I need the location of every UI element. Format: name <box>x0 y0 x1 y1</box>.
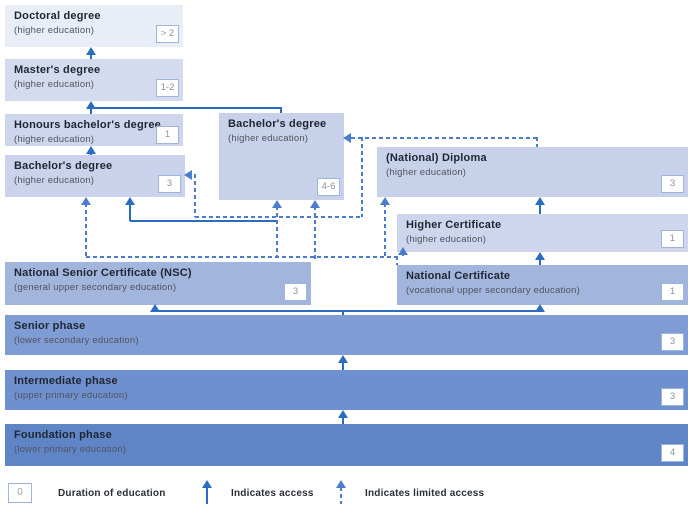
edge-honours-and-bachelor46-to-masters-arrowhead-icon <box>86 101 96 109</box>
edge-limited-access-bus-line <box>396 256 398 265</box>
edge-senior-to-nsc-and-nationalcert-arrowhead-icon <box>535 304 545 312</box>
legend-access-label: Indicates access <box>231 488 314 499</box>
node-subtitle: (higher education) <box>228 133 309 144</box>
edge-nsc-to-bachelor46-limited-2-line <box>314 206 316 262</box>
edge-nsc-to-bachelor3-line <box>129 203 131 221</box>
edge-diploma-to-bachelor46-limited-line <box>351 137 537 139</box>
node-subtitle: (vocational upper secondary education) <box>406 285 580 296</box>
node-subtitle: (higher education) <box>14 134 95 145</box>
edge-diploma-to-bachelor46-limited-line <box>536 137 538 147</box>
node-bachelors-degree-4-6yr: Bachelor's degree (higher education) 4-6 <box>219 113 344 200</box>
edge-highercert-to-diploma-arrowhead-icon <box>535 197 545 205</box>
node-subtitle: (higher education) <box>14 79 95 90</box>
duration-badge: 4 <box>661 444 684 462</box>
node-national-diploma: (National) Diploma (higher education) 3 <box>377 147 688 197</box>
edge-nationalcert-to-highercert-arrowhead-icon <box>535 252 545 260</box>
edge-highercert-to-diploma-line <box>539 203 541 214</box>
node-intermediate-phase: Intermediate phase (upper primary educat… <box>5 370 688 410</box>
edge-intermediate-to-senior-arrowhead-icon <box>338 355 348 363</box>
duration-badge: 4-6 <box>317 178 340 196</box>
node-title: National Senior Certificate (NSC) <box>14 267 192 279</box>
node-title: Senior phase <box>14 320 86 332</box>
node-title: Bachelor's degree <box>14 160 113 172</box>
node-higher-certificate: Higher Certificate (higher education) 1 <box>397 214 688 252</box>
duration-badge: 1 <box>661 283 684 301</box>
node-title: Bachelor's degree <box>228 118 327 130</box>
node-title: Intermediate phase <box>14 375 118 387</box>
duration-badge: 3 <box>158 175 181 193</box>
node-honours-bachelors-degree: Honours bachelor's degree (higher educat… <box>5 114 183 146</box>
edge-foundation-to-intermediate-arrowhead-icon <box>338 410 348 418</box>
node-doctoral-degree: Doctoral degree (higher education) > 2 <box>5 5 183 47</box>
legend-duration-label: Duration of education <box>58 488 166 499</box>
duration-badge: 3 <box>284 283 307 301</box>
edge-limited-access-bus-line <box>86 256 397 258</box>
edge-nsc-to-bachelor46-limited-2-arrowhead-icon <box>310 200 320 208</box>
edge-senior-to-nsc-and-nationalcert-line <box>342 310 344 315</box>
node-subtitle: (higher education) <box>386 167 467 178</box>
edge-bus-to-diploma-limited-line <box>384 203 386 256</box>
edge-bus-to-highercert-limited-arrowhead-icon <box>398 247 408 255</box>
duration-badge: > 2 <box>156 25 179 43</box>
duration-badge: 3 <box>661 333 684 351</box>
node-title: Master's degree <box>14 64 101 76</box>
edge-nationalcert-to-highercert-line <box>539 258 541 265</box>
node-subtitle: (lower primary education) <box>14 444 127 455</box>
duration-badge: 1-2 <box>156 79 179 97</box>
edge-bus-to-bachelor46-limited-1-line <box>276 206 278 256</box>
edge-foundation-to-intermediate-line <box>342 416 344 424</box>
edge-senior-to-nsc-and-nationalcert-arrowhead-icon <box>150 304 160 312</box>
node-title: Foundation phase <box>14 429 112 441</box>
node-subtitle: (higher education) <box>14 25 95 36</box>
edge-bus-to-bachelor3-limited-arrowhead-icon <box>81 197 91 205</box>
edge-nsc-to-bachelor3-arrowhead-icon <box>125 197 135 205</box>
edge-masters-to-doctoral-arrowhead-icon <box>86 47 96 55</box>
legend-limited-access-label: Indicates limited access <box>365 488 485 499</box>
edge-diploma-to-bachelor3-limited-line <box>194 174 196 217</box>
node-senior-phase: Senior phase (lower secondary education)… <box>5 315 688 355</box>
legend-solid-arrow-icon <box>202 480 212 488</box>
node-title: Doctoral degree <box>14 10 101 22</box>
edge-honours-and-bachelor46-to-masters-line <box>90 107 92 114</box>
node-foundation-phase: Foundation phase (lower primary educatio… <box>5 424 688 466</box>
edge-bus-to-bachelor3-limited-line <box>85 203 87 256</box>
node-national-senior-certificate: National Senior Certificate (NSC) (gener… <box>5 262 311 305</box>
node-title: (National) Diploma <box>386 152 487 164</box>
node-title: Higher Certificate <box>406 219 502 231</box>
node-subtitle: (general upper secondary education) <box>14 282 177 293</box>
node-subtitle: (upper primary education) <box>14 390 128 401</box>
node-title: National Certificate <box>406 270 511 282</box>
edge-intermediate-to-senior-line <box>342 361 344 370</box>
duration-badge: 3 <box>661 388 684 406</box>
node-title: Honours bachelor's degree <box>14 119 161 131</box>
node-subtitle: (lower secondary education) <box>14 335 139 346</box>
edge-bachelor3-to-honours-arrowhead-icon <box>86 146 96 154</box>
edge-senior-to-nsc-and-nationalcert-line <box>155 310 540 312</box>
node-bachelors-degree-3yr: Bachelor's degree (higher education) 3 <box>5 155 185 197</box>
edge-diploma-to-bachelor3-limited-line <box>361 137 363 217</box>
node-subtitle: (higher education) <box>14 175 95 186</box>
edge-masters-to-doctoral-line <box>90 53 92 59</box>
legend-dashed-arrow-icon <box>336 480 346 488</box>
edge-diploma-to-bachelor3-limited-arrowhead-icon <box>184 170 192 180</box>
duration-badge: 3 <box>661 175 684 193</box>
edge-honours-and-bachelor46-to-masters-line <box>91 107 282 109</box>
edge-bus-to-bachelor46-limited-1-arrowhead-icon <box>272 200 282 208</box>
edge-bus-to-diploma-limited-arrowhead-icon <box>380 197 390 205</box>
node-national-certificate: National Certificate (vocational upper s… <box>397 265 688 305</box>
edge-legend-access-line <box>206 486 208 504</box>
edge-diploma-to-bachelor46-limited-arrowhead-icon <box>343 133 351 143</box>
node-masters-degree: Master's degree (higher education) 1-2 <box>5 59 183 101</box>
legend: 0 Duration of education Indicates access… <box>0 478 688 508</box>
edge-legend-limited-access-line <box>340 487 342 504</box>
legend-duration-badge: 0 <box>8 483 32 503</box>
edge-diploma-to-bachelor3-limited-line <box>195 216 362 218</box>
node-subtitle: (higher education) <box>406 234 487 245</box>
edge-nsc-to-bachelor3-line <box>130 220 277 222</box>
duration-badge: 1 <box>156 126 179 144</box>
duration-badge: 1 <box>661 230 684 248</box>
edge-honours-and-bachelor46-to-masters-line <box>280 107 282 113</box>
